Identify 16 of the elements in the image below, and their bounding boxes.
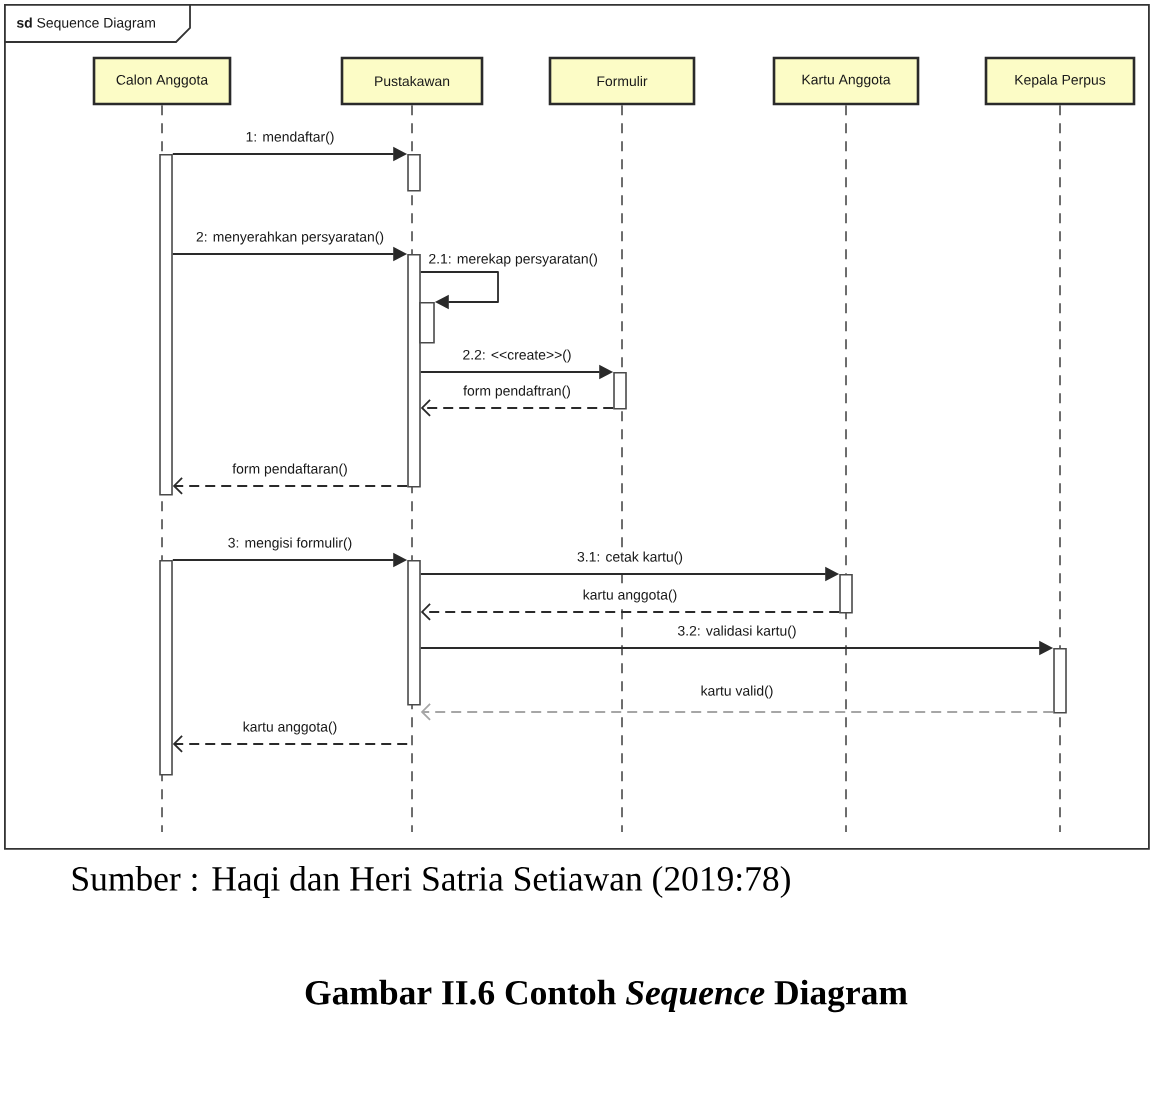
- message-arrow: [419, 271, 499, 310]
- activation-bar: [1053, 648, 1067, 714]
- activation-bar: [407, 560, 421, 706]
- activation-bar: [159, 154, 173, 496]
- activation-bar: [407, 154, 421, 192]
- message-arrow: [172, 735, 409, 753]
- message-arrow: [420, 703, 1055, 721]
- caption: Gambar II.6 Contoh Sequence Diagram: [305, 979, 908, 1013]
- message-arrow: [420, 399, 615, 417]
- message-arrow: [172, 477, 409, 495]
- activation-bar: [419, 302, 435, 344]
- activation-bar: [839, 574, 853, 614]
- activation-bar: [159, 560, 173, 776]
- source-note: Sumber : Haqi dan Heri Satria Setiawan (2019:78): [72, 865, 790, 899]
- message-arrow: [420, 603, 841, 621]
- activation-bar: [613, 372, 627, 410]
